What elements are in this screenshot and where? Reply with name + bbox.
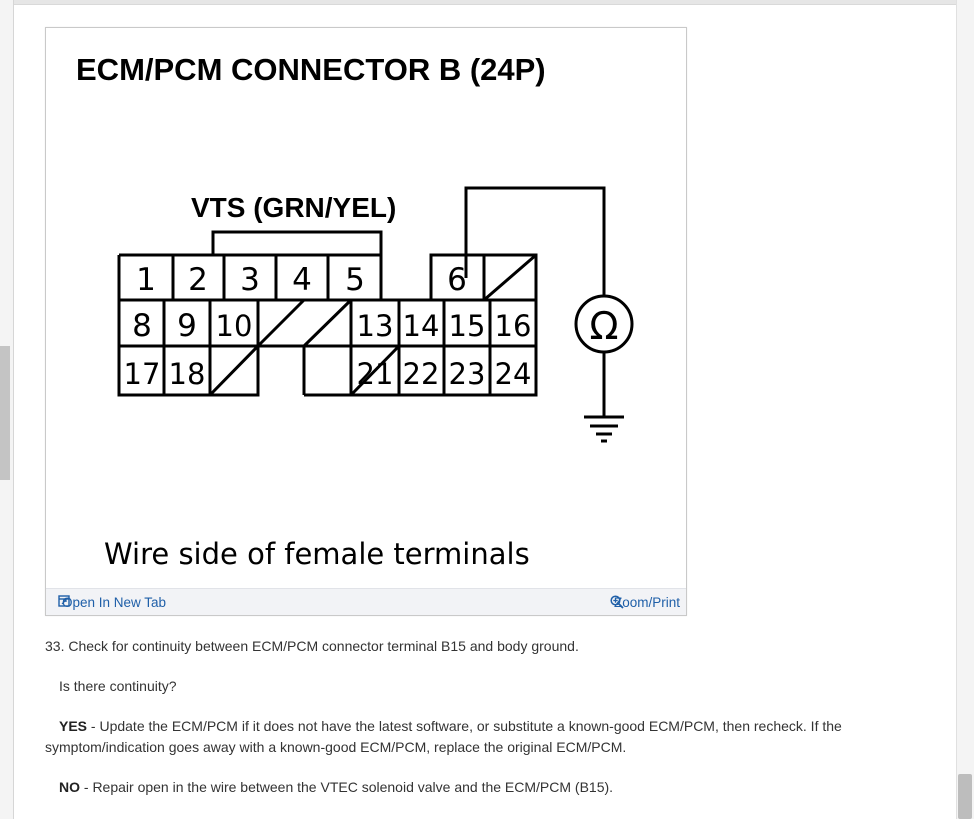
terminal-label: 9 — [177, 308, 197, 344]
terminal-label: 22 — [403, 357, 440, 391]
wire-label: VTS (GRN/YEL) — [191, 192, 396, 223]
connector-lock-tab — [211, 230, 383, 255]
terminal-label: 3 — [240, 262, 260, 298]
probe-wire — [464, 186, 606, 298]
terminal-label: 24 — [495, 357, 532, 391]
terminal-label: 14 — [403, 309, 440, 343]
yes-label: YES — [59, 718, 88, 734]
top-bar — [0, 0, 974, 5]
zoom-print-label: Zoom/Print — [613, 595, 680, 610]
ohmmeter-symbol — [574, 294, 634, 354]
terminal-label: 21 — [357, 357, 394, 391]
terminal-label: 13 — [357, 309, 394, 343]
no-text: - Repair open in the wire between the VT… — [80, 779, 614, 795]
yes-text: - Update the ECM/PCM if it does not have… — [45, 718, 842, 755]
diagram-caption: Wire side of female terminals — [104, 537, 530, 571]
right-scroll-gutter — [956, 0, 974, 819]
terminal-label: 10 — [216, 309, 253, 343]
terminal-label: 8 — [132, 308, 152, 344]
left-scrollbar-thumb[interactable] — [0, 346, 10, 480]
terminal-label: 2 — [188, 262, 208, 298]
yes-answer: YES - Update the ECM/PCM if it does not … — [45, 716, 865, 758]
terminal-label: 17 — [124, 357, 161, 391]
step-text: 33. Check for continuity between ECM/PCM… — [45, 638, 579, 654]
connector-diagram: ECM/PCM CONNECTOR B (24P) VTS (GRN/YEL) — [76, 52, 634, 571]
terminal-label: 6 — [447, 262, 467, 298]
diagram-title: ECM/PCM CONNECTOR B (24P) — [76, 52, 546, 87]
connector-figure: ECM/PCM CONNECTOR B (24P) VTS (GRN/YEL) — [45, 27, 687, 616]
terminal-label: 5 — [345, 262, 365, 298]
ohm-symbol: Ω — [589, 304, 618, 348]
open-in-new-tab-label: Open In New Tab — [62, 595, 167, 610]
open-in-new-tab-link[interactable]: Open In New Tab — [58, 595, 166, 610]
question-text: Is there continuity? — [59, 678, 177, 694]
no-label: NO — [59, 779, 80, 795]
zoom-print-link[interactable]: Zoom/Print — [610, 595, 680, 610]
terminal-label: 4 — [292, 262, 312, 298]
right-scrollbar-thumb[interactable] — [958, 774, 972, 819]
figure-footer: Open In New Tab Zoom/Print — [46, 588, 686, 615]
terminal-label: 23 — [449, 357, 486, 391]
no-answer: NO - Repair open in the wire between the… — [59, 777, 613, 798]
terminal-label: 1 — [136, 262, 156, 298]
terminal-label: 16 — [495, 309, 532, 343]
terminal-label: 15 — [449, 309, 486, 343]
terminal-label: 18 — [169, 357, 206, 391]
